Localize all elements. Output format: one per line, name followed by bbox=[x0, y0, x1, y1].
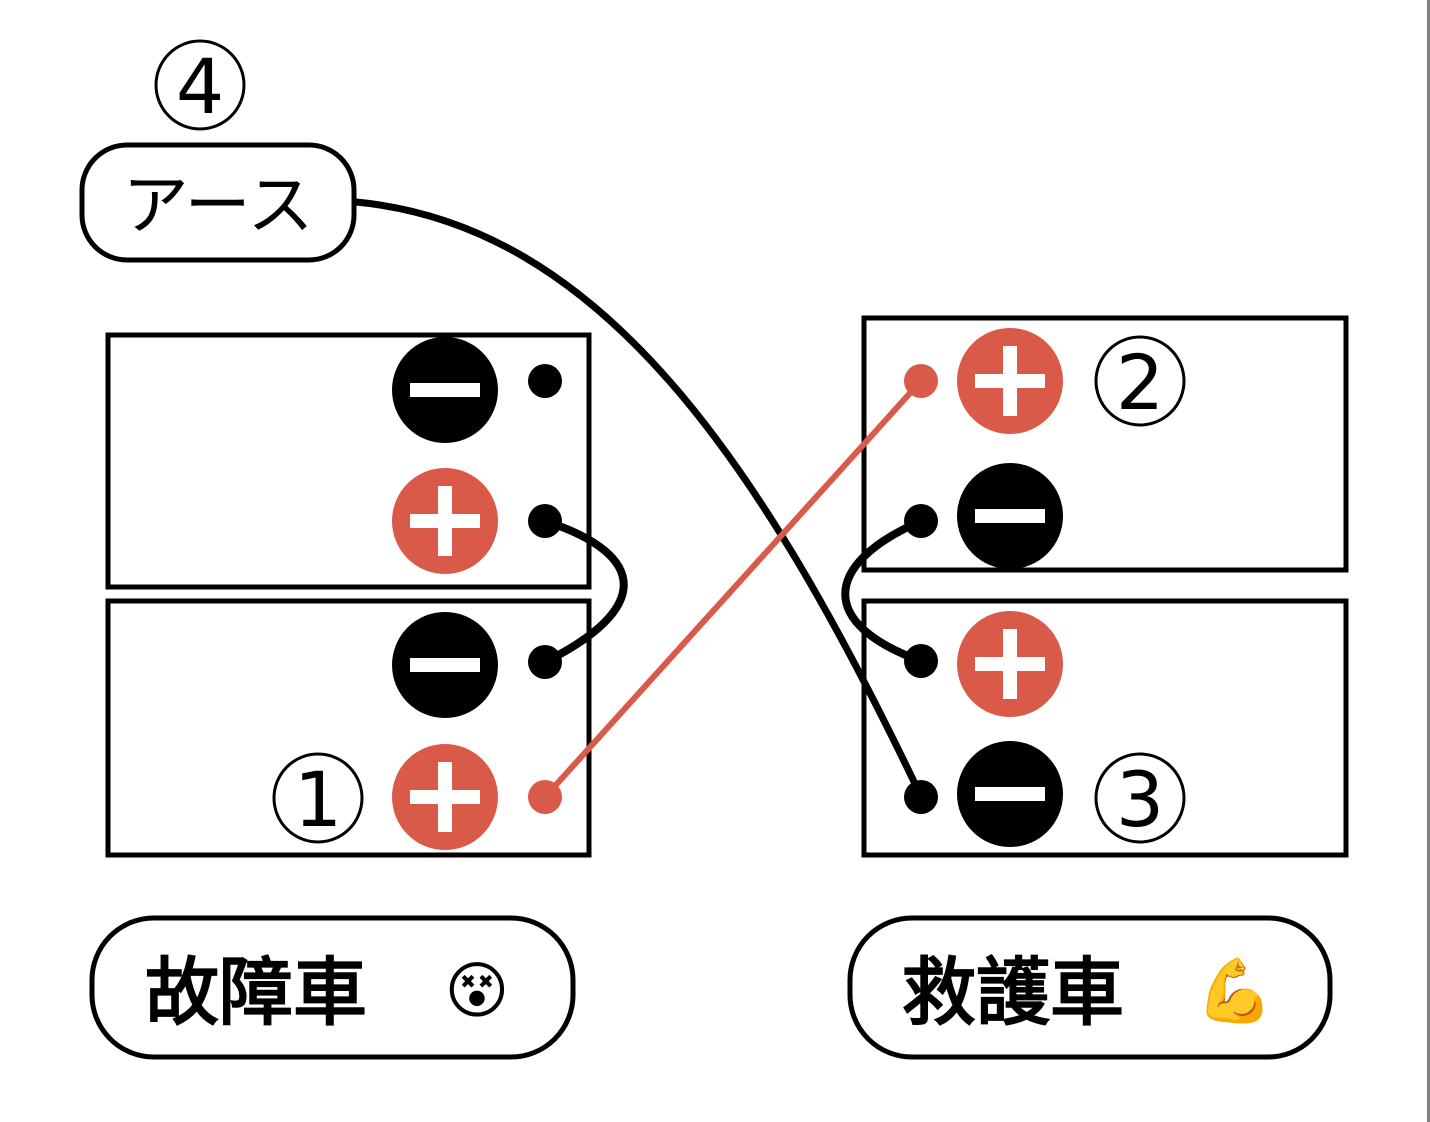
rescue-car-label: 救護車 bbox=[902, 950, 1124, 1036]
plus-terminal-icon bbox=[392, 468, 498, 574]
step-3-marker: 3 bbox=[1094, 752, 1186, 844]
step-1-marker: 1 bbox=[272, 752, 364, 844]
minus-terminal-icon bbox=[392, 612, 498, 718]
minus-terminal-icon bbox=[957, 741, 1063, 847]
dizzy-face-icon: 😵 bbox=[445, 954, 510, 1027]
svg-text:1: 1 bbox=[294, 755, 342, 844]
disabled-battery-bottom bbox=[105, 598, 592, 858]
rescue-battery-bottom bbox=[861, 598, 1349, 858]
plus-terminal-icon bbox=[392, 744, 498, 850]
plus-terminal-icon bbox=[957, 611, 1063, 717]
step-4-marker: 4 bbox=[154, 39, 246, 131]
earth-label: アース bbox=[123, 167, 314, 244]
earth-label-box bbox=[79, 142, 357, 263]
jumper-cable-right bbox=[841, 517, 923, 665]
clamp-dot bbox=[528, 645, 562, 679]
clamp-dot bbox=[528, 504, 562, 538]
positive-booster-cable bbox=[542, 378, 924, 800]
jumper-cable-left bbox=[543, 517, 628, 666]
flexed-biceps-icon: 💪 bbox=[1196, 954, 1273, 1027]
minus-terminal-icon bbox=[957, 463, 1063, 569]
disabled-battery-top bbox=[105, 332, 592, 590]
clamp-dot-red bbox=[904, 364, 938, 398]
ground-cable bbox=[355, 198, 922, 792]
window-edge bbox=[1427, 0, 1430, 1122]
minus-terminal-icon bbox=[392, 337, 498, 443]
clamp-dot bbox=[904, 644, 938, 678]
rescue-car-box bbox=[847, 915, 1333, 1060]
clamp-dot-red bbox=[528, 780, 562, 814]
svg-text:2: 2 bbox=[1116, 338, 1164, 427]
clamp-dot bbox=[528, 364, 562, 398]
disabled-car-label: 故障車 bbox=[145, 950, 367, 1036]
svg-text:4: 4 bbox=[176, 42, 224, 131]
clamp-dot bbox=[904, 780, 938, 814]
svg-text:3: 3 bbox=[1116, 755, 1164, 844]
clamp-dot bbox=[904, 504, 938, 538]
plus-terminal-icon bbox=[957, 328, 1063, 434]
disabled-car-box bbox=[89, 915, 576, 1060]
step-2-marker: 2 bbox=[1094, 335, 1186, 427]
